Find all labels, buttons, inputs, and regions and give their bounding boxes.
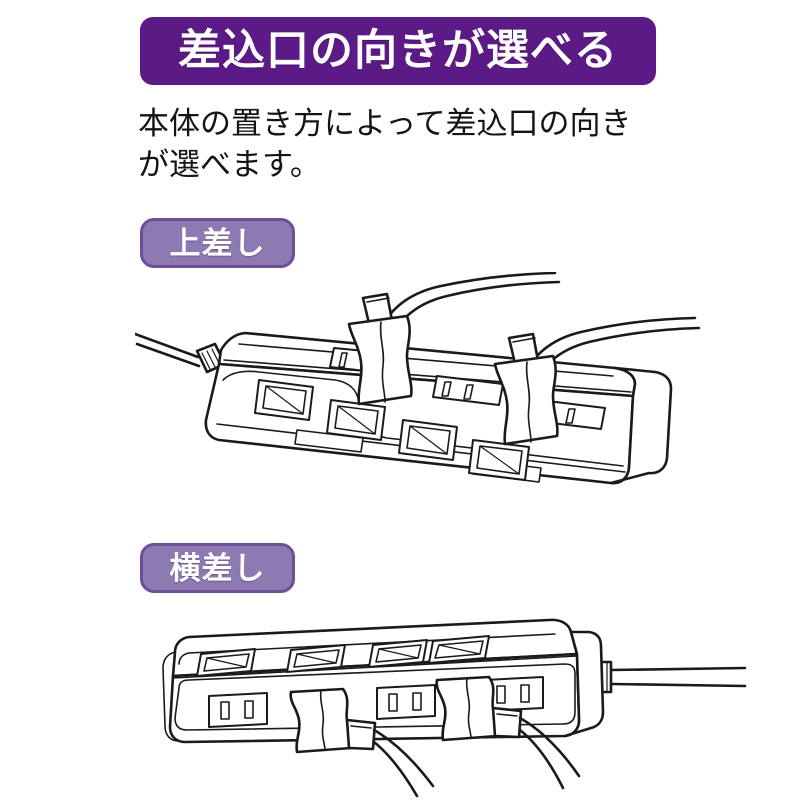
switch-4[interactable] bbox=[428, 635, 490, 664]
section-badge-side-insert: 横差し bbox=[140, 543, 295, 593]
switch-1[interactable] bbox=[254, 379, 314, 421]
front-face-inset-panel bbox=[174, 663, 576, 731]
outlet-front-2 bbox=[376, 684, 436, 720]
plug-side-2 bbox=[435, 675, 581, 790]
strip-right-end bbox=[563, 630, 605, 738]
section-badge-label: 上差し bbox=[169, 225, 266, 261]
switch-2[interactable] bbox=[326, 399, 386, 441]
page-title: 差込口の向きが選べる bbox=[178, 26, 618, 75]
strip-left-end bbox=[162, 651, 178, 742]
top-face-inner-line bbox=[223, 359, 632, 393]
plug-side-1 bbox=[289, 687, 435, 798]
illustration-power-strip-side-insert bbox=[145, 600, 800, 800]
strip-right-end bbox=[609, 366, 673, 485]
switch-4[interactable] bbox=[468, 439, 530, 481]
header-banner: 差込口の向きが選べる bbox=[140, 17, 656, 85]
illustration-power-strip-top-insert bbox=[135, 272, 800, 532]
power-strip-top-insert-drawing bbox=[135, 272, 701, 485]
power-cord-right bbox=[609, 666, 747, 688]
plug-top-2 bbox=[493, 332, 559, 446]
switch-3[interactable] bbox=[398, 419, 458, 461]
section-badge-label: 横差し bbox=[169, 550, 266, 586]
outlet-front-1 bbox=[208, 692, 268, 728]
power-strip-side-insert-drawing bbox=[162, 618, 747, 798]
description-line-2: が選べます。 bbox=[138, 147, 321, 183]
description-text: 本体の置き方によって差込口の向き が選べます。 bbox=[138, 103, 668, 185]
outlet-top-2 bbox=[432, 375, 504, 406]
power-cord-left bbox=[135, 332, 201, 368]
switch-1[interactable] bbox=[196, 648, 256, 677]
plug-top-1 bbox=[347, 292, 413, 406]
switch-3[interactable] bbox=[368, 639, 428, 668]
section-badge-top-insert: 上差し bbox=[140, 218, 295, 268]
switch-2[interactable] bbox=[286, 644, 346, 673]
top-face-inner-line bbox=[178, 633, 556, 665]
description-line-1: 本体の置き方によって差込口の向き bbox=[138, 106, 632, 141]
